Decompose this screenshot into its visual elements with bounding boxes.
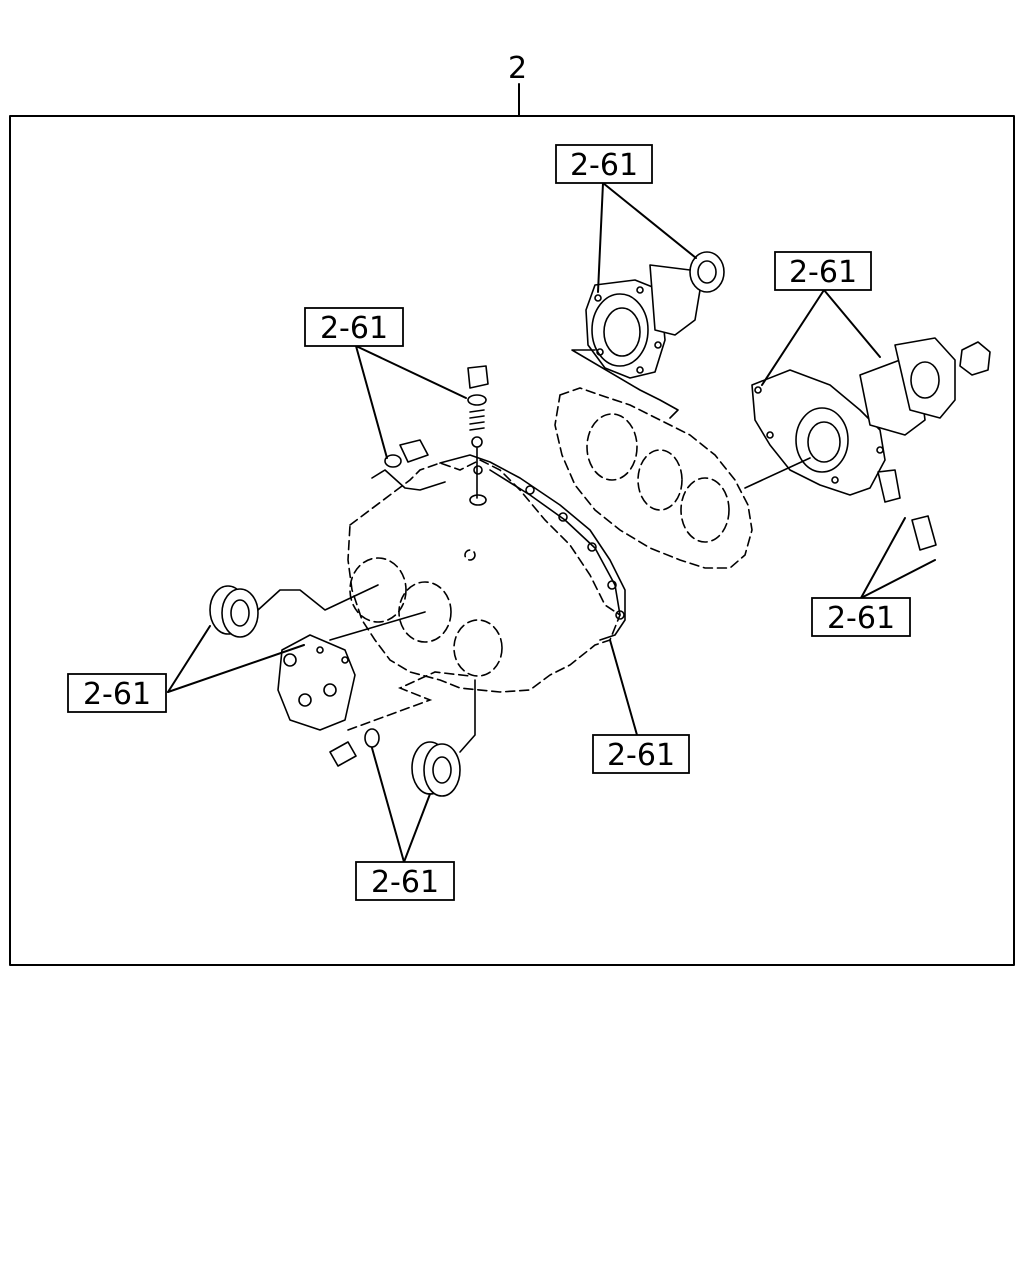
- callout-2-61-right-middle: 2-61: [811, 597, 911, 637]
- callout-2-61-upper-left: 2-61: [304, 307, 404, 347]
- callout-label: 2-61: [371, 865, 439, 900]
- assembly-number: 2: [508, 51, 527, 86]
- callout-label: 2-61: [83, 677, 151, 712]
- diagram-frame: [9, 115, 1015, 966]
- transfer-case-housing: [347, 454, 626, 693]
- callout-label: 2-61: [607, 738, 675, 773]
- callout-2-61-bottom-center: 2-61: [355, 861, 455, 901]
- detent-plug-assembly: [371, 365, 489, 499]
- front-output-parts: [209, 584, 476, 797]
- extension-housing-top: [571, 251, 725, 419]
- callout-label: 2-61: [827, 601, 895, 636]
- callout-leaders: [167, 182, 936, 863]
- callout-label: 2-61: [320, 311, 388, 346]
- callout-label: 2-61: [789, 255, 857, 290]
- callout-2-61-left-middle: 2-61: [67, 673, 167, 713]
- case-gasket: [554, 387, 753, 569]
- rear-housing-right: [744, 337, 991, 551]
- callout-2-61-upper-right: 2-61: [774, 251, 872, 291]
- callout-2-61-top-center: 2-61: [555, 144, 653, 184]
- callout-label: 2-61: [570, 148, 638, 183]
- callout-2-61-center-right: 2-61: [592, 734, 690, 774]
